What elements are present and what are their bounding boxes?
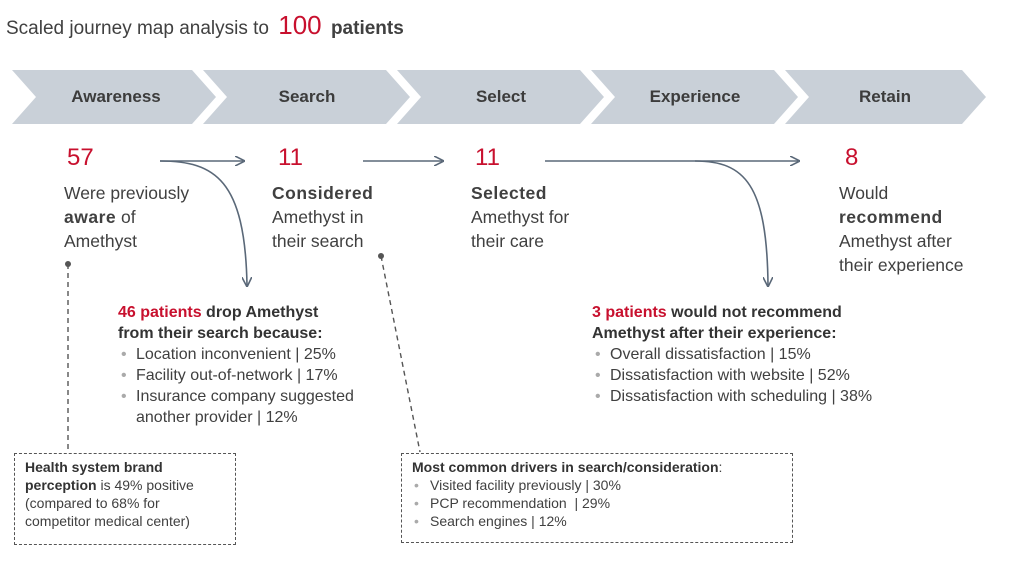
stage-label-retain: Retain	[859, 87, 911, 106]
stage-label-search: Search	[278, 87, 336, 106]
brand-perception-box: Health system brand perception is 49% po…	[14, 453, 236, 545]
list-item: Facility out-of-network | 17%	[118, 365, 354, 386]
search-drop-panel: 46 patients drop Amethyst from their sea…	[118, 302, 354, 428]
metric-aware-number: 57	[67, 144, 94, 171]
chevron-experience	[591, 70, 798, 124]
list-item: PCP recommendation | 29%	[412, 494, 782, 512]
experience-drop-panel: 3 patients would not recommend Amethyst …	[592, 302, 872, 407]
stage-label-select: Select	[475, 87, 527, 106]
arrow-experience-drop	[694, 160, 768, 285]
chevron-search	[203, 70, 410, 124]
list-item: Search engines | 12%	[412, 512, 782, 530]
metric-considered-desc: Considered Amethyst in their search	[272, 183, 374, 251]
list-item: Location inconvenient | 25%	[118, 344, 354, 365]
list-item: Dissatisfaction with website | 52%	[592, 365, 872, 386]
metric-selected-desc: Selected Amethyst for their care	[471, 183, 570, 251]
stage-label-awareness: Awareness	[71, 87, 161, 106]
metric-recommend-desc: Would recommend Amethyst after their exp…	[839, 183, 964, 275]
metric-aware-desc: Were previously aware of Amethyst	[64, 183, 190, 251]
connector-dot-search	[378, 253, 384, 259]
list-item: Insurance company suggested	[118, 386, 354, 407]
title-suffix: patients	[330, 18, 404, 39]
stage-label-experience: Experience	[649, 87, 741, 106]
drivers-box: Most common drivers in search/considerat…	[401, 453, 793, 543]
title-prefix: Scaled journey map analysis to	[6, 18, 269, 39]
list-item: Visited facility previously | 30%	[412, 476, 782, 494]
chevron-retain	[785, 70, 986, 124]
title-number: 100	[278, 10, 322, 40]
metric-selected-number: 11	[475, 144, 500, 171]
page-title: Scaled journey map analysis to 100 patie…	[6, 10, 404, 41]
list-item: Dissatisfaction with scheduling | 38%	[592, 386, 872, 407]
list-item: Overall dissatisfaction | 15%	[592, 344, 872, 365]
list-item-continuation: another provider | 12%	[136, 409, 298, 426]
journey-chevrons	[12, 70, 986, 124]
metric-recommend-number: 8	[845, 144, 859, 171]
metric-considered-number: 11	[278, 144, 303, 171]
chevron-select	[397, 70, 604, 124]
connector-search-to-drivers	[380, 255, 421, 453]
connector-dot-aware	[65, 261, 71, 267]
chevron-awareness	[12, 70, 216, 124]
